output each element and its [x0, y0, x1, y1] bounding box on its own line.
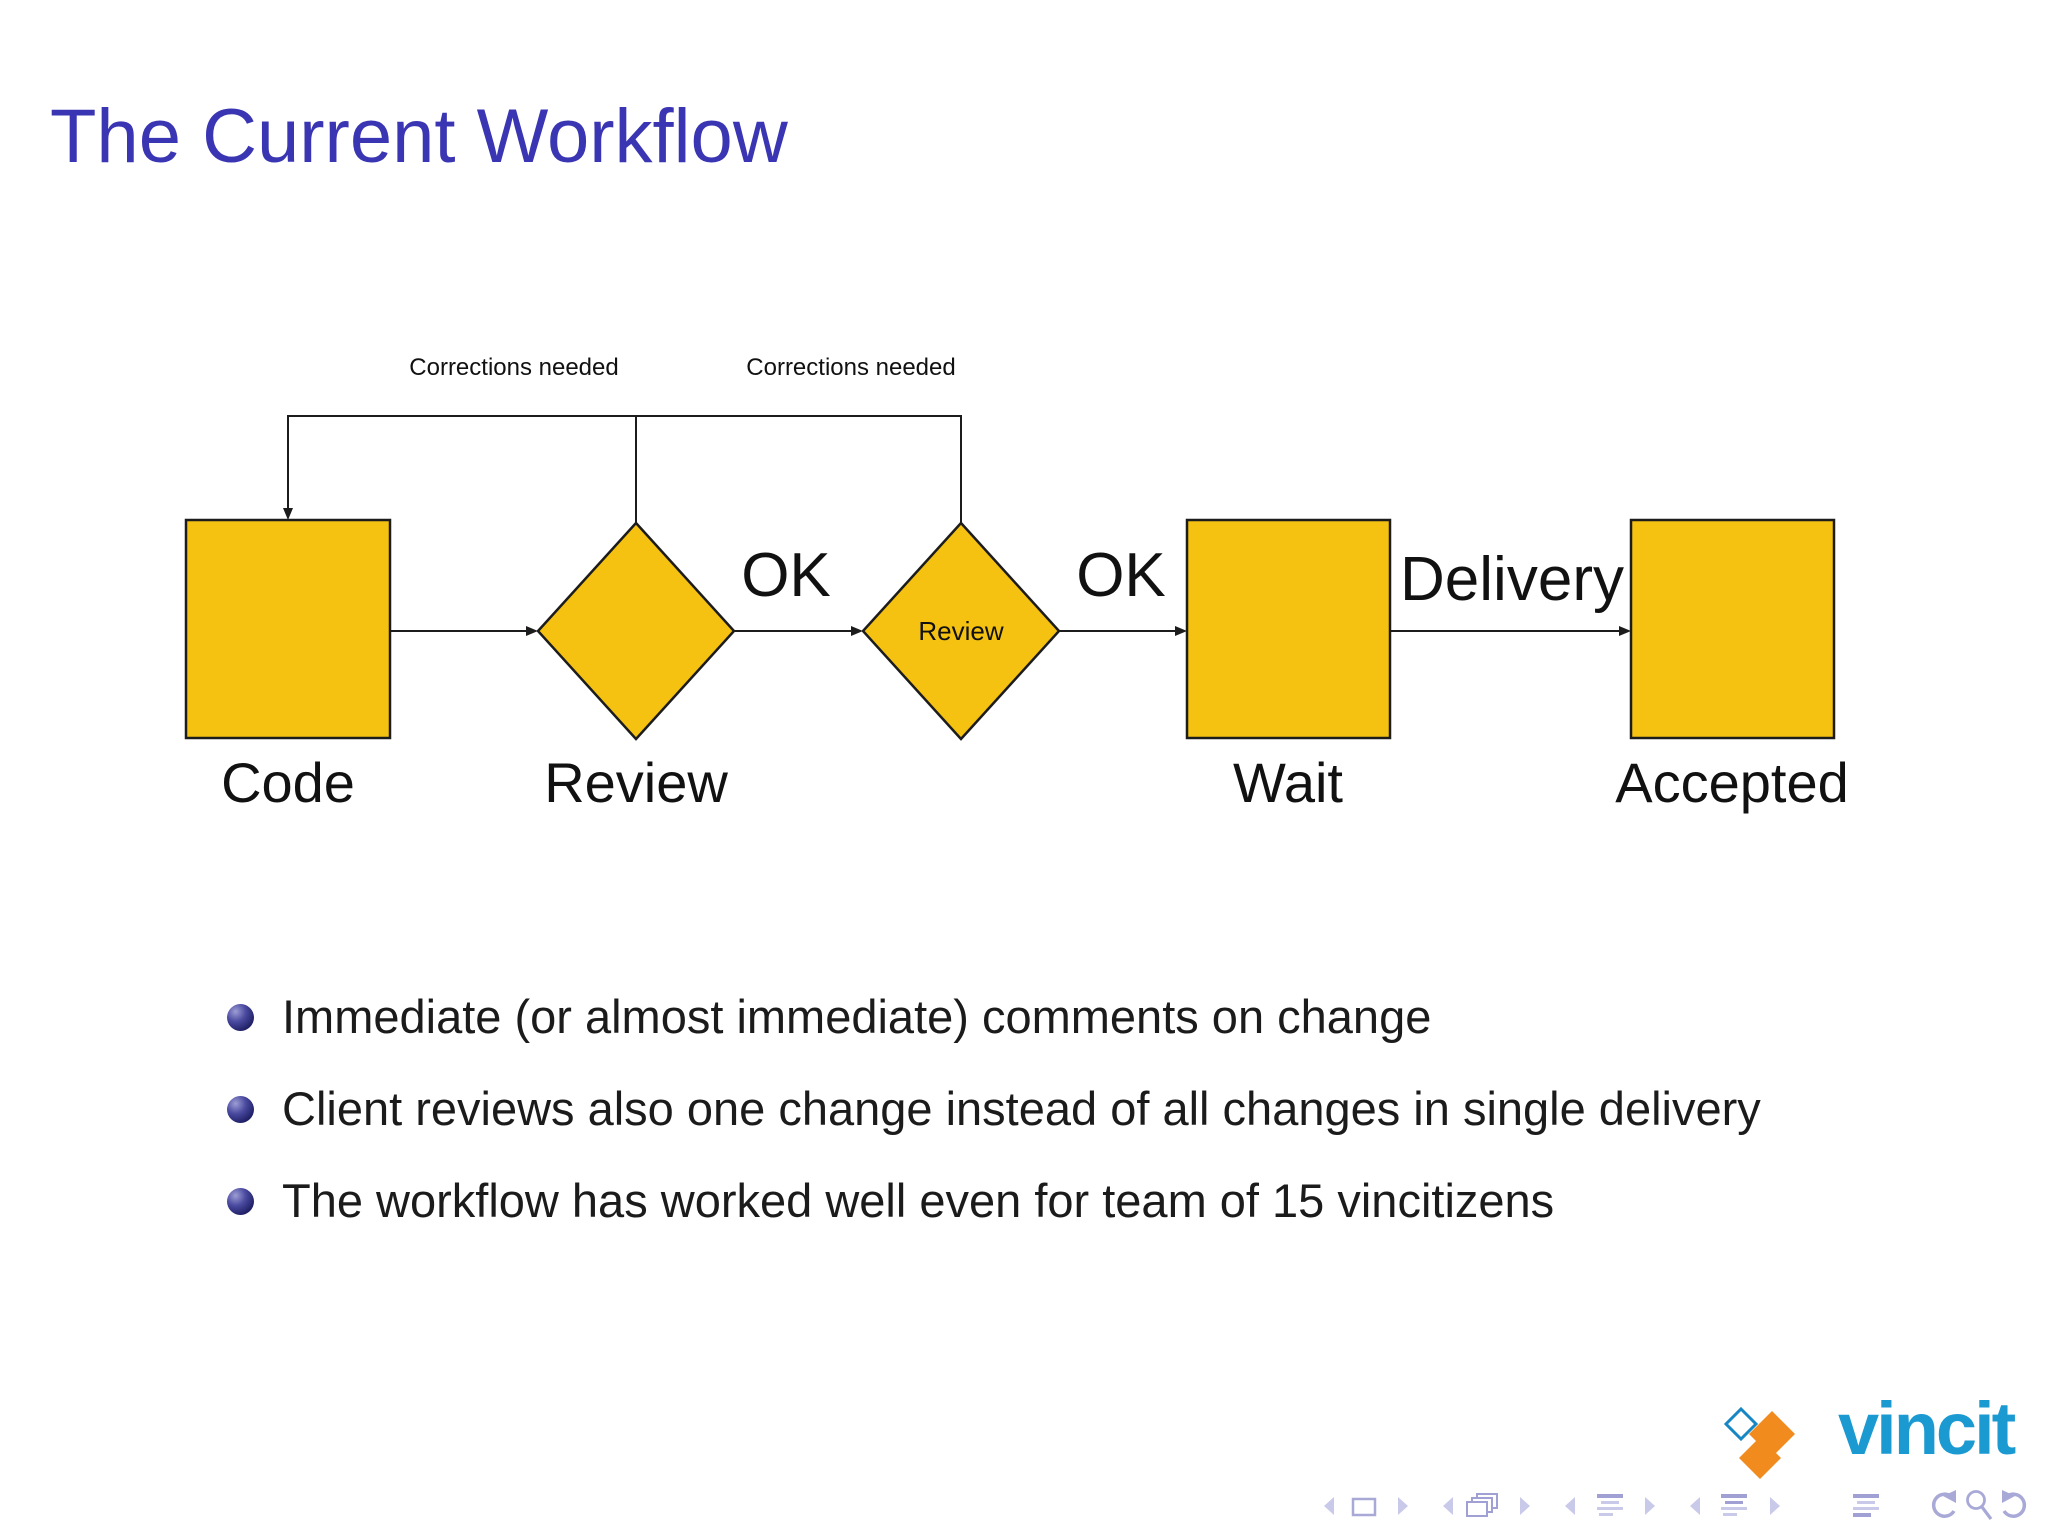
list-item: Client reviews also one change instead o…: [227, 1072, 1868, 1146]
bullet-list: Immediate (or almost immediate) comments…: [227, 980, 1868, 1238]
client-review-decision-shape: [861, 521, 1061, 741]
ok-edge-label-1: OK: [741, 541, 831, 610]
decision-inner-review-text: Review: [918, 616, 1004, 646]
bullet-ball-icon: [227, 1096, 254, 1123]
delivery-edge-label: Delivery: [1400, 545, 1624, 614]
bullet-text: The workflow has worked well even for te…: [282, 1174, 1555, 1227]
subsection-list-icon[interactable]: [1597, 1494, 1623, 1516]
prev-slide-arrow-icon[interactable]: [1324, 1497, 1334, 1515]
back-history-icon[interactable]: [1931, 1490, 1956, 1518]
review-node-label: Review: [544, 751, 728, 814]
prev-section-arrow-icon[interactable]: [1690, 1497, 1700, 1515]
ok-edge-label-2: OK: [1076, 541, 1166, 610]
forward-history-icon[interactable]: [2002, 1490, 2027, 1518]
bullet-text: Client reviews also one change instead o…: [282, 1082, 1761, 1135]
frame-stack-icon[interactable]: [1466, 1493, 1498, 1517]
section-list-icon[interactable]: [1721, 1494, 1747, 1516]
edge-corrections-feedback: [283, 415, 962, 523]
corrections-needed-label-1: Corrections needed: [409, 354, 619, 381]
logo-orange-diamond-bottom-icon: [1739, 1437, 1781, 1479]
corrections-needed-label-2: Corrections needed: [746, 354, 956, 381]
frame-icon[interactable]: [1351, 1497, 1377, 1517]
wait-node-shape: [1185, 518, 1392, 740]
vincit-logo-text: vincit: [1838, 1387, 2016, 1470]
code-node-shape: [184, 518, 392, 740]
next-frame-arrow-icon[interactable]: [1520, 1497, 1530, 1515]
accepted-node-label: Accepted: [1615, 751, 1849, 814]
list-item: The workflow has worked well even for te…: [227, 1164, 1868, 1238]
prev-frame-arrow-icon[interactable]: [1443, 1497, 1453, 1515]
navigation-bar: [1324, 1490, 2027, 1520]
prev-subsection-arrow-icon[interactable]: [1565, 1497, 1575, 1515]
review-decision-shape: [536, 521, 736, 741]
code-node-label: Code: [221, 751, 355, 814]
list-item: Immediate (or almost immediate) comments…: [227, 980, 1868, 1054]
page-title: The Current Workflow: [50, 93, 788, 179]
next-section-arrow-icon[interactable]: [1770, 1497, 1780, 1515]
bullet-ball-icon: [227, 1188, 254, 1215]
accepted-node-shape: [1629, 518, 1836, 740]
appendix-list-icon[interactable]: [1853, 1494, 1879, 1517]
next-slide-arrow-icon[interactable]: [1398, 1497, 1408, 1515]
next-subsection-arrow-icon[interactable]: [1645, 1497, 1655, 1515]
bullet-text: Immediate (or almost immediate) comments…: [282, 990, 1432, 1043]
vincit-logo-icon: [1723, 1406, 1795, 1479]
wait-node-label: Wait: [1233, 751, 1343, 814]
bullet-ball-icon: [227, 1004, 254, 1031]
search-icon[interactable]: [1966, 1490, 1993, 1520]
logo-outline-diamond-icon: [1723, 1406, 1759, 1442]
